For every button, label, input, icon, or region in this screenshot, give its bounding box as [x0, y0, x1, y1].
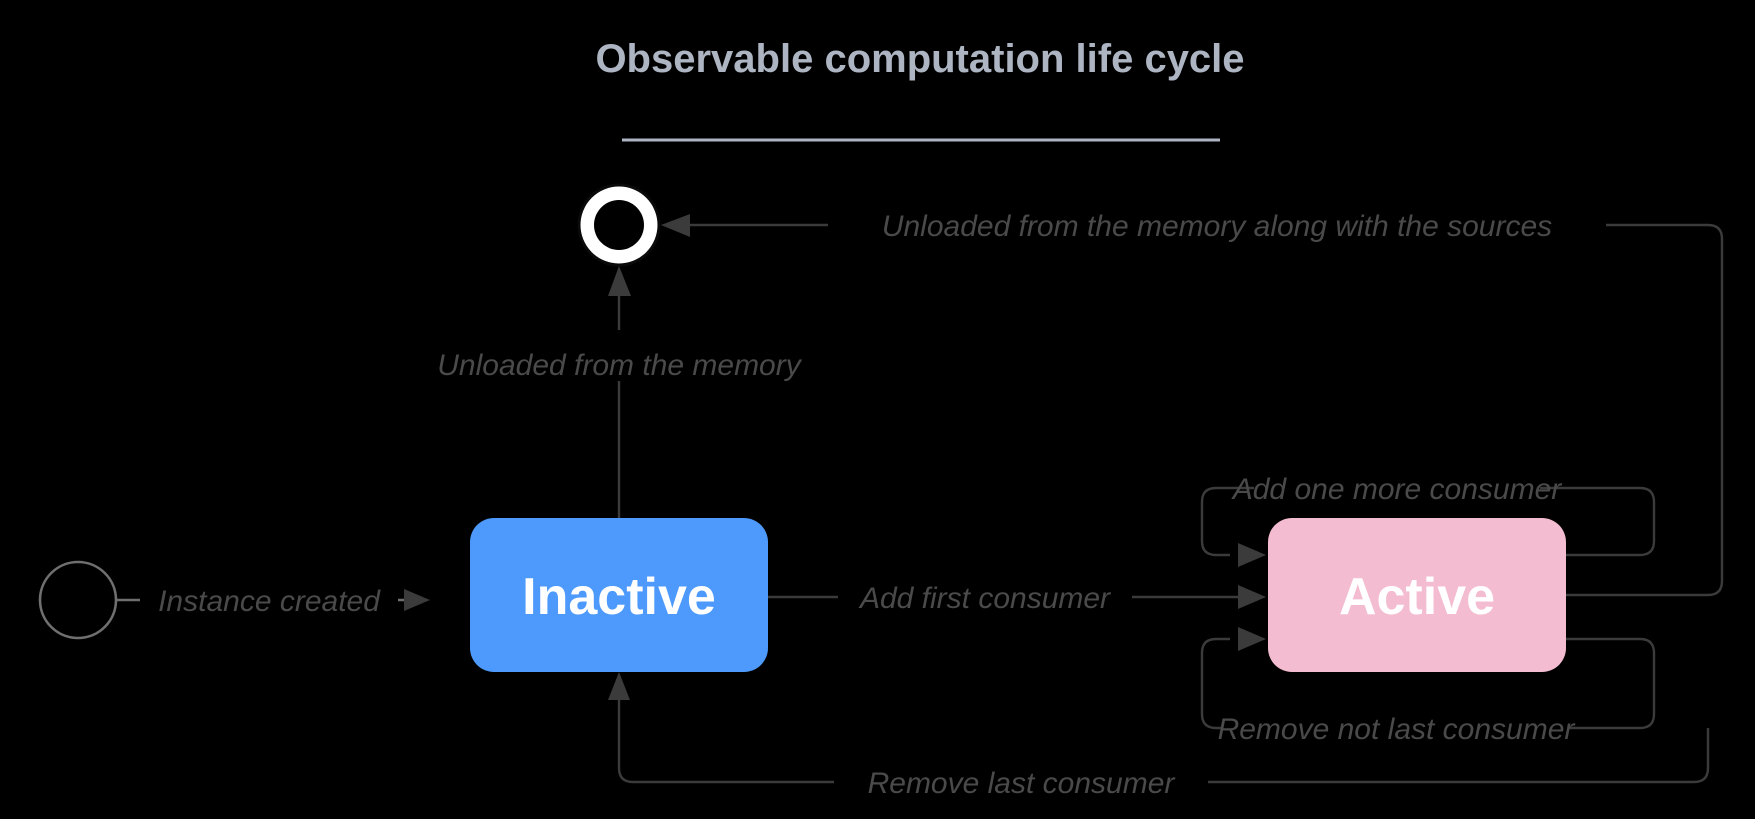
edge-label-remove-last-consumer: Remove last consumer: [868, 767, 1176, 800]
edge-label-unloaded-with-sources: Unloaded from the memory along with the …: [882, 210, 1552, 243]
edge-label-remove-not-last-consumer: Remove not last consumer: [1218, 713, 1576, 746]
state-node-active[interactable]: Active: [1268, 518, 1566, 672]
edge-remove-not-last-consumer-left: [1200, 637, 1230, 730]
edge-label-unloaded-memory: Unloaded from the memory: [437, 349, 802, 382]
arrowhead-add-one-more-consumer: [1238, 543, 1266, 567]
arrowhead-remove-last-consumer: [608, 672, 630, 700]
arrowhead-instance-created: [404, 589, 430, 611]
edge-label-add-one-more-consumer: Add one more consumer: [1231, 473, 1563, 506]
edge-add-one-more-consumer-left: [1200, 486, 1254, 557]
final-state-inner-disc: [594, 200, 644, 250]
edge-unloaded-with-sources-right: [1566, 223, 1724, 597]
edge-remove-last-consumer-right: [1208, 728, 1710, 784]
state-box-active[interactable]: [1268, 518, 1566, 672]
arrowhead-unloaded-memory: [608, 266, 631, 296]
arrowhead-remove-not-last-consumer: [1238, 627, 1266, 651]
arrowhead-add-first-consumer: [1238, 585, 1266, 609]
edge-label-instance-created: Instance created: [158, 585, 381, 618]
state-label-inactive: Inactive: [522, 568, 716, 626]
edge-remove-not-last-consumer-right: [1566, 637, 1656, 730]
arrowhead-unloaded-with-sources: [661, 214, 690, 237]
state-box-inactive[interactable]: [470, 518, 768, 672]
edge-add-one-more-consumer-right: [1540, 486, 1656, 557]
state-node-start[interactable]: [38, 560, 118, 640]
diagram-title: Observable computation life cycle: [595, 37, 1244, 81]
edge-label-add-first-consumer: Add first consumer: [858, 582, 1111, 615]
state-node-inactive[interactable]: Inactive: [470, 518, 768, 672]
state-node-final[interactable]: [577, 183, 661, 267]
edge-remove-last-consumer-left: [617, 700, 834, 784]
state-label-active: Active: [1339, 568, 1495, 626]
